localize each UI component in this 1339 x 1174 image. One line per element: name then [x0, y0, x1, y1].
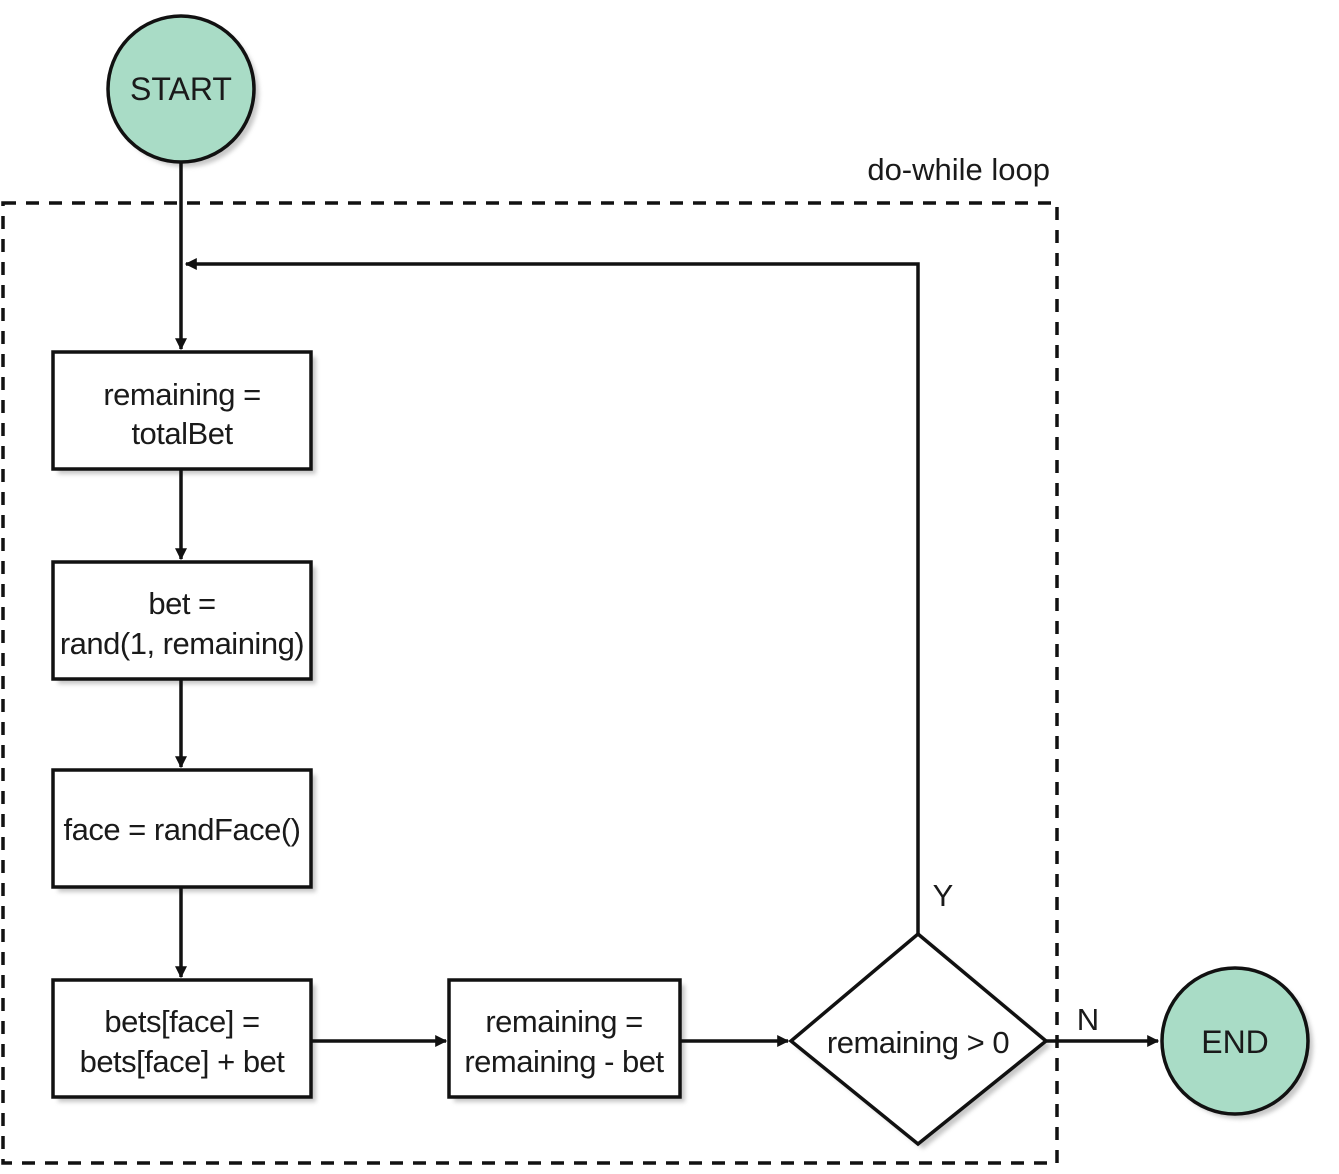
start-node: START [106, 14, 259, 167]
loop-label: do-while loop [867, 152, 1050, 187]
step-remaining-init: remaining = totalBet [51, 350, 316, 474]
step-bets-update: bets[face] = bets[face] + bet [51, 978, 316, 1102]
step-bets-update-line-2: bets[face] + bet [80, 1044, 286, 1079]
branch-label-no: N [1077, 1002, 1099, 1037]
step-bet-random: bet = rand(1, remaining) [51, 560, 316, 684]
end-node: END [1160, 966, 1313, 1119]
start-label: START [130, 71, 232, 107]
step-face-random: face = randFace() [51, 768, 316, 892]
end-label: END [1201, 1024, 1269, 1060]
step-remaining-update-line-2: remaining - bet [464, 1044, 664, 1079]
branch-label-yes: Y [933, 878, 954, 913]
step-bets-update-line-1: bets[face] = [104, 1004, 259, 1039]
step-remaining-update: remaining = remaining - bet [447, 978, 685, 1102]
step-face-random-line-1: face = randFace() [63, 812, 300, 847]
step-remaining-init-line-2: totalBet [131, 416, 233, 451]
edge-decision-yes-loop-back [184, 258, 920, 934]
loop-region [1, 201, 1059, 1165]
step-remaining-init-line-1: remaining = [103, 377, 260, 412]
decision-remaining-positive: remaining > 0 [788, 931, 1051, 1149]
step-bet-random-line-1: bet = [148, 586, 215, 621]
decision-label: remaining > 0 [827, 1025, 1009, 1060]
step-remaining-update-line-1: remaining = [485, 1004, 642, 1039]
step-bet-random-line-2: rand(1, remaining) [60, 626, 304, 661]
